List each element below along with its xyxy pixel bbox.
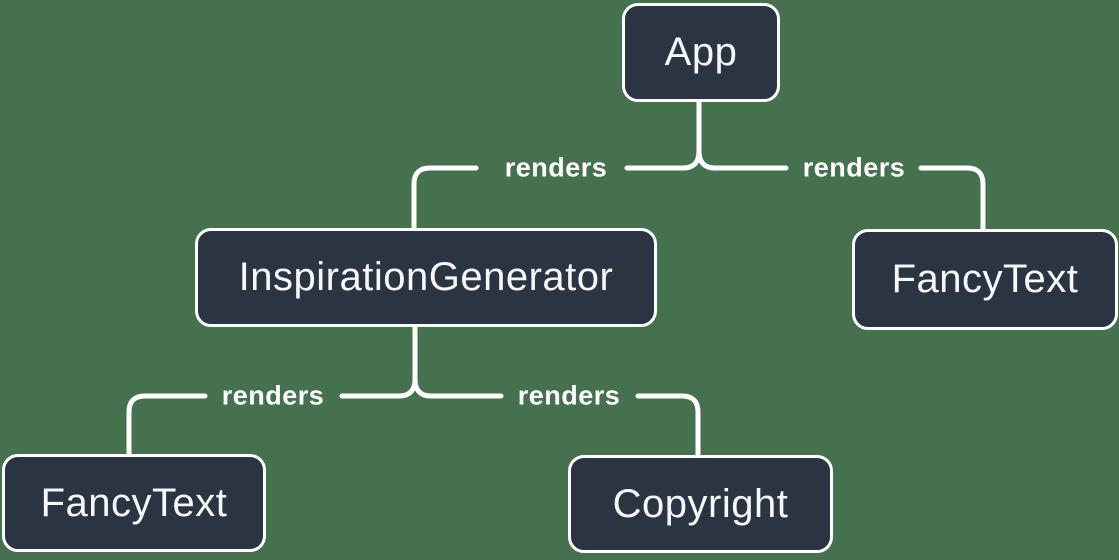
connector-segment — [635, 393, 701, 459]
node-app: App — [622, 3, 780, 102]
node-label: FancyText — [891, 257, 1079, 301]
connector-segment — [624, 99, 702, 171]
connector-segment — [339, 324, 418, 399]
edge-label-renders: renders — [504, 152, 608, 183]
node-label: Copyright — [612, 481, 789, 526]
node-label: InspirationGenerator — [238, 255, 614, 299]
node-fancy-text-bottom: FancyText — [2, 454, 266, 552]
edge-label-renders: renders — [802, 152, 906, 183]
connector-segment — [126, 393, 208, 458]
connector-segment — [412, 376, 504, 399]
node-label: FancyText — [40, 480, 228, 525]
edge-inspirationgenerator-to-copyright — [412, 376, 701, 459]
node-inspiration-generator: InspirationGenerator — [195, 228, 657, 327]
edge-label-renders: renders — [221, 380, 325, 411]
node-copyright: Copyright — [568, 455, 833, 553]
node-label: App — [664, 30, 738, 74]
node-fancy-text-top: FancyText — [852, 229, 1118, 330]
edge-app-to-fancytext — [696, 148, 986, 233]
connector-segment — [918, 165, 986, 233]
connector-segment — [411, 165, 479, 232]
connector-segment — [696, 148, 789, 171]
edge-label-renders: renders — [517, 380, 621, 411]
